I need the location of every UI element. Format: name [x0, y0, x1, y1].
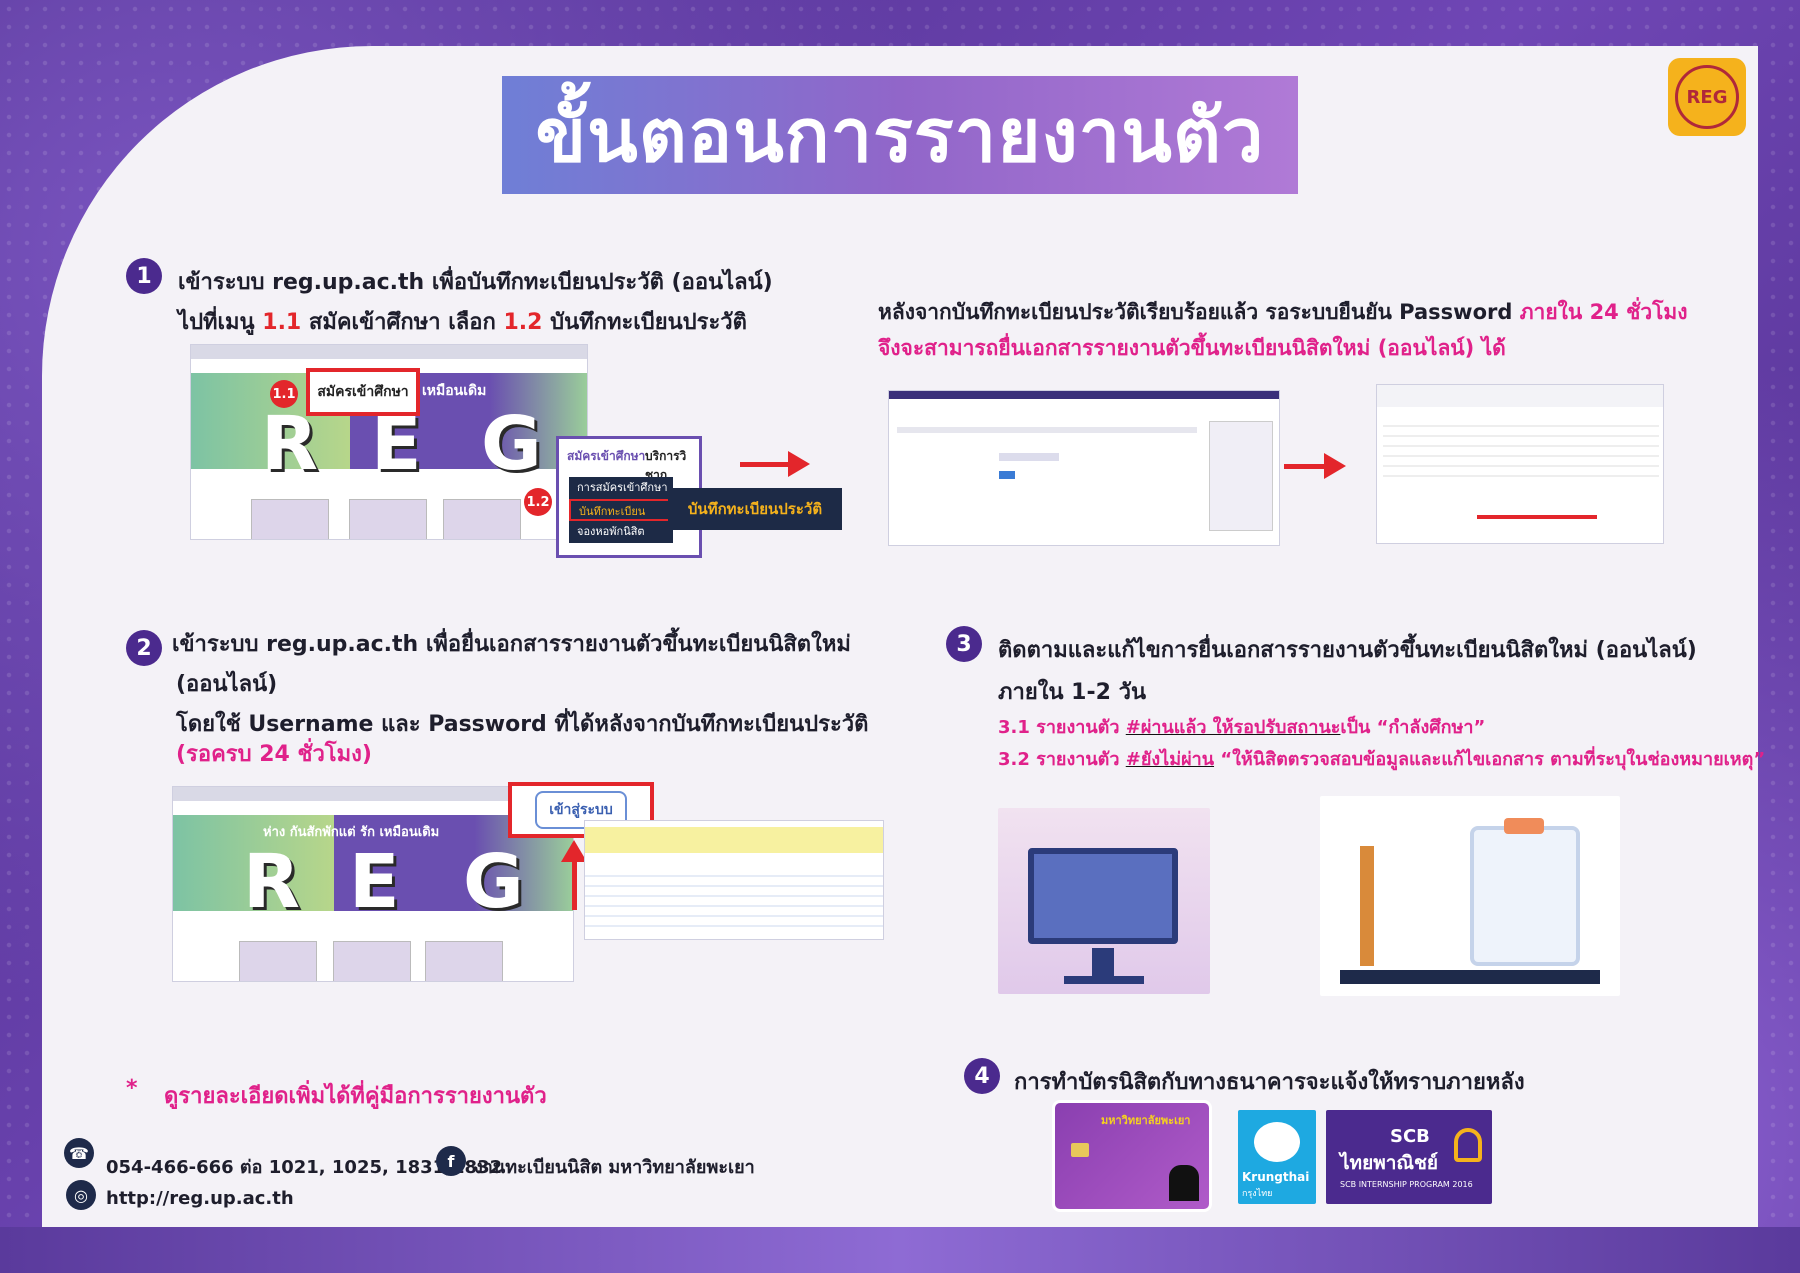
monitor-stand [1092, 948, 1114, 978]
login-highlight: เข้าสู่ระบบ [508, 782, 654, 838]
confirm-screenshot [888, 390, 1280, 546]
arrow-up [561, 840, 587, 910]
scb-program: SCB INTERNSHIP PROGRAM 2016 [1340, 1180, 1473, 1189]
step1-line2: ไปที่เมนู 1.1 สมัคเข้าศึกษา เลือก 1.2 บั… [178, 310, 747, 335]
step3-item2: 3.2 รายงานตัว #ยังไม่ผ่าน “ให้นิสิตตรวจส… [998, 749, 1766, 770]
banner-letter-r: R [243, 839, 300, 925]
monitor-base [1064, 976, 1144, 984]
badge-1-1: 1.1 [270, 380, 298, 408]
browser-bar [191, 345, 587, 359]
input-field [999, 453, 1059, 461]
monitor-icon [1028, 848, 1178, 944]
step1-line1: เข้าระบบ reg.up.ac.th เพื่อบันทึกทะเบียน… [178, 270, 773, 295]
dropdown-item-selected[interactable]: บันทึกทะเบียนประวัติ [569, 499, 673, 540]
arrow-right [740, 451, 810, 477]
step3-number: 3 [946, 626, 982, 662]
banner-letter-g: G [481, 401, 542, 487]
step1-number: 1 [126, 258, 162, 294]
arrow-right [1284, 453, 1346, 479]
page-title: ขั้นตอนการรายงานตัว [535, 93, 1265, 179]
reg-logo: REG [1668, 58, 1746, 136]
news-thumb [239, 941, 317, 981]
document-table [585, 867, 883, 933]
login-button[interactable]: เข้าสู่ระบบ [535, 791, 627, 829]
step2-line1: เข้าระบบ reg.up.ac.th เพื่อยื่นเอกสารราย… [172, 632, 851, 657]
news-thumb [425, 941, 503, 981]
submit-button [999, 471, 1015, 479]
news-thumb [333, 941, 411, 981]
scb-thai: ไทยพาณิชย์ [1340, 1152, 1439, 1174]
step2-line2: (ออนไลน์) [176, 672, 278, 697]
side-panel [1209, 421, 1273, 531]
avatar [1169, 1165, 1199, 1201]
krungthai-logo: Krungthai กรุงไทย [1238, 1110, 1316, 1204]
banner-text: ห่าง กันสักพักแต่ รัก เหมือนเดิม [263, 825, 440, 840]
banner-extra: เหมือนเดิม [422, 383, 487, 399]
document-screenshot [584, 820, 884, 940]
callout-label: บันทึกทะเบียนประวัติ [668, 488, 842, 530]
result-screenshot [1376, 384, 1664, 544]
banner-letter-e: E [349, 839, 400, 925]
step2-line3: โดยใช้ Username และ Password ที่ได้หลังจ… [176, 712, 869, 737]
news-thumb [443, 499, 521, 539]
dropdown-menu: สมัครเข้าศึกษา บริการวิชาก การสมัครเข้าศ… [556, 436, 702, 558]
scb-logo: SCB ไทยพาณิชย์ SCB INTERNSHIP PROGRAM 20… [1326, 1110, 1492, 1204]
note-text: ดูรายละเอียดเพิ่มได้ที่คู่มือการรายงานตั… [164, 1084, 547, 1109]
scb-emblem-icon [1454, 1128, 1482, 1162]
computer-illustration [998, 808, 1210, 994]
step3-line1: ติดตามและแก้ไขการยื่นเอกสารรายงานตัวขึ้น… [998, 638, 1697, 663]
warning-line [1477, 515, 1597, 519]
step3-line2: ภายใน 1-2 วัน [998, 680, 1146, 705]
form-line [897, 427, 1197, 433]
krungthai-thai: กรุงไทย [1242, 1189, 1273, 1199]
step2-line4: (รอครบ 24 ชั่วโมง) [176, 742, 372, 767]
title-banner: ขั้นตอนการรายงานตัว [502, 76, 1298, 194]
info-table [1383, 417, 1659, 481]
dropdown-item[interactable]: จองหอพักนิสิต [569, 521, 673, 543]
browser-bar [1377, 385, 1663, 407]
menu-highlight: สมัครเข้าศึกษา [306, 368, 420, 416]
card-university: มหาวิทยาลัยพะเยา [1101, 1114, 1191, 1127]
step4-line1: การทำบัตรนิสิตกับทางธนาคารจะแจ้งให้ทราบภ… [1014, 1070, 1525, 1095]
dropdown-head[interactable]: สมัครเข้าศึกษา [567, 449, 646, 463]
step4-number: 4 [964, 1058, 1000, 1094]
footer-facebook[interactable]: งานทะเบียนนิสิต มหาวิทยาลัยพะเยา [474, 1157, 755, 1178]
footer-website[interactable]: http://reg.up.ac.th [106, 1188, 294, 1209]
content-panel [42, 46, 1758, 1228]
news-thumb [251, 499, 329, 539]
bottom-stripe [0, 1227, 1800, 1273]
step2-screenshot: ห่าง กันสักพักแต่ รัก เหมือนเดิม R E G [172, 786, 574, 982]
notice-bar [585, 827, 883, 853]
menu-label[interactable]: สมัครเข้าศึกษา [317, 384, 409, 400]
step1b-line2: จึงจะสามารถยื่นเอกสารรายงานตัวขึ้นทะเบีย… [878, 336, 1506, 360]
badge-1-2: 1.2 [524, 488, 552, 516]
step3-item1: 3.1 รายงานตัว #ผ่านแล้ว ให้รอปรับสถานะเป… [998, 717, 1486, 738]
browser-bar [889, 391, 1279, 399]
scb-name: SCB [1390, 1126, 1430, 1147]
krungthai-name: Krungthai [1242, 1170, 1310, 1184]
clipboard-icon [1470, 826, 1580, 966]
reg-banner [173, 815, 573, 911]
reg-logo-text: REG [1675, 65, 1739, 129]
facebook-icon[interactable]: f [436, 1146, 466, 1176]
student-card: มหาวิทยาลัยพะเยา [1052, 1100, 1212, 1212]
step2-number: 2 [126, 630, 162, 666]
footer-phone: 054-466-666 ต่อ 1021, 1025, 1831,1832 [106, 1157, 503, 1178]
clipboard-clip [1504, 818, 1544, 834]
banner-letter-g: G [463, 839, 524, 925]
news-thumb [349, 499, 427, 539]
checklist-illustration [1320, 796, 1620, 996]
chip-icon [1071, 1143, 1089, 1157]
step1b-line1: หลังจากบันทึกทะเบียนประวัติเรียบร้อยแล้ว… [878, 300, 1688, 324]
ground-line [1340, 970, 1600, 984]
pencil-icon [1360, 846, 1374, 966]
globe-icon: ◎ [66, 1180, 96, 1210]
note-star: * [126, 1076, 138, 1101]
browser-bar [173, 787, 573, 801]
krungthai-bird-icon [1254, 1122, 1300, 1162]
phone-icon: ☎ [64, 1138, 94, 1168]
dropdown-item[interactable]: การสมัครเข้าศึกษา [569, 477, 673, 499]
